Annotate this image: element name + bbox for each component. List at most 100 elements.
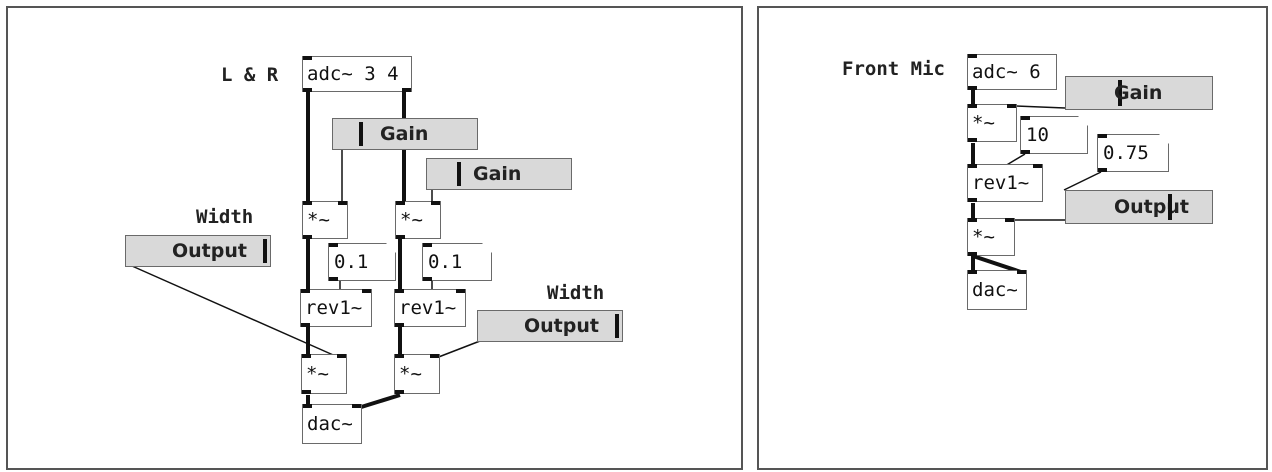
message-text: 0.1 [428, 250, 463, 273]
inlet [1017, 270, 1026, 274]
object-text: rev1~ [399, 296, 457, 319]
comment-front-mic: Front Mic [842, 58, 945, 80]
output-slider[interactable]: Output [477, 310, 623, 342]
wire [131, 265, 341, 359]
object-text: dac~ [972, 278, 1018, 301]
gain-slider[interactable]: Gain [1065, 76, 1213, 110]
slider-label: Output [524, 315, 599, 337]
inlet [968, 54, 977, 58]
adc-object[interactable]: adc~ 6 [967, 54, 1057, 90]
inlet [430, 354, 439, 358]
inlet [968, 104, 977, 108]
output-slider[interactable]: Output [1065, 190, 1213, 224]
inlet [968, 218, 977, 222]
inlet [301, 289, 310, 293]
inlet [423, 243, 432, 247]
slider-knob [1118, 80, 1122, 106]
inlet [352, 404, 361, 408]
inlet [1098, 134, 1107, 138]
multiply-object[interactable]: *~ [395, 201, 441, 239]
object-text: *~ [307, 208, 330, 231]
dac-object[interactable]: dac~ [967, 270, 1027, 310]
outlet [1098, 168, 1107, 172]
outlet [423, 277, 432, 281]
slider-label: Output [1114, 196, 1189, 218]
object-text: adc~ 6 [972, 60, 1041, 83]
inlet [968, 164, 977, 168]
inlet [302, 354, 311, 358]
wire [972, 254, 1022, 274]
slider-label: Output [172, 240, 247, 262]
outlet [303, 88, 312, 92]
inlet [456, 289, 465, 293]
message-box[interactable]: 10 [1020, 116, 1088, 154]
multiply-object[interactable]: *~ [302, 201, 348, 239]
outlet [395, 390, 404, 394]
object-text: *~ [400, 208, 423, 231]
comment-l-and-r: L & R [221, 64, 279, 86]
inlet [1021, 116, 1030, 120]
multiply-object[interactable]: *~ [394, 354, 440, 394]
inlet [1005, 218, 1014, 222]
inlet [303, 201, 312, 205]
slider-knob [1168, 194, 1172, 220]
rev1-object[interactable]: rev1~ [300, 289, 372, 327]
message-box[interactable]: 0.1 [328, 243, 396, 281]
outlet [968, 198, 977, 202]
outlet [968, 138, 977, 142]
object-text: *~ [399, 362, 422, 385]
slider-knob [359, 122, 363, 146]
dac-object[interactable]: dac~ [302, 404, 362, 444]
object-text: *~ [972, 225, 995, 248]
slider-label: Gain [473, 163, 522, 185]
wire [357, 393, 401, 410]
inlet [303, 56, 312, 60]
slider-knob [615, 314, 619, 338]
output-slider[interactable]: Output [125, 235, 271, 267]
outlet [968, 86, 977, 90]
gain-slider[interactable]: Gain [332, 118, 478, 150]
message-text: 0.1 [334, 250, 369, 273]
object-text: *~ [306, 362, 329, 385]
message-text: 10 [1026, 123, 1049, 146]
outlet [1021, 150, 1030, 154]
message-text: 0.75 [1103, 141, 1149, 164]
wire [435, 340, 481, 359]
object-text: *~ [972, 111, 995, 134]
object-text: dac~ [307, 412, 353, 435]
outlet [302, 390, 311, 394]
rev1-object[interactable]: rev1~ [967, 164, 1043, 202]
patch-canvas-left[interactable]: L & R Width Width adc~ 3 4 Gain Gain Out… [6, 6, 743, 470]
inlet [395, 354, 404, 358]
message-box[interactable]: 0.1 [422, 243, 492, 281]
gain-slider[interactable]: Gain [426, 158, 572, 190]
patch-wires-right [971, 90, 1102, 274]
inlet [362, 289, 371, 293]
adc-object[interactable]: adc~ 3 4 [302, 56, 412, 92]
outlet [402, 88, 411, 92]
patch-canvas-right[interactable]: Front Mic adc~ 6 Gain *~ 10 0.75 rev1~ O… [757, 6, 1268, 470]
inlet [396, 201, 405, 205]
outlet [968, 252, 977, 256]
wire [1014, 105, 1066, 109]
outlet [329, 277, 338, 281]
outlet [303, 235, 312, 239]
slider-knob [263, 239, 267, 263]
rev1-object[interactable]: rev1~ [394, 289, 466, 327]
slider-knob [457, 162, 461, 186]
message-box[interactable]: 0.75 [1097, 134, 1169, 172]
inlet [395, 289, 404, 293]
multiply-object[interactable]: *~ [301, 354, 347, 394]
multiply-object[interactable]: *~ [967, 104, 1017, 142]
inlet [338, 201, 347, 205]
inlet [431, 201, 440, 205]
inlet [337, 354, 346, 358]
wire [1063, 171, 1102, 191]
slider-label: Gain [380, 123, 429, 145]
multiply-object[interactable]: *~ [967, 218, 1015, 256]
patch-wires-left [131, 92, 481, 410]
inlet [1007, 104, 1016, 108]
object-text: adc~ 3 4 [307, 62, 399, 85]
object-text: rev1~ [972, 171, 1030, 194]
inlet [329, 243, 338, 247]
